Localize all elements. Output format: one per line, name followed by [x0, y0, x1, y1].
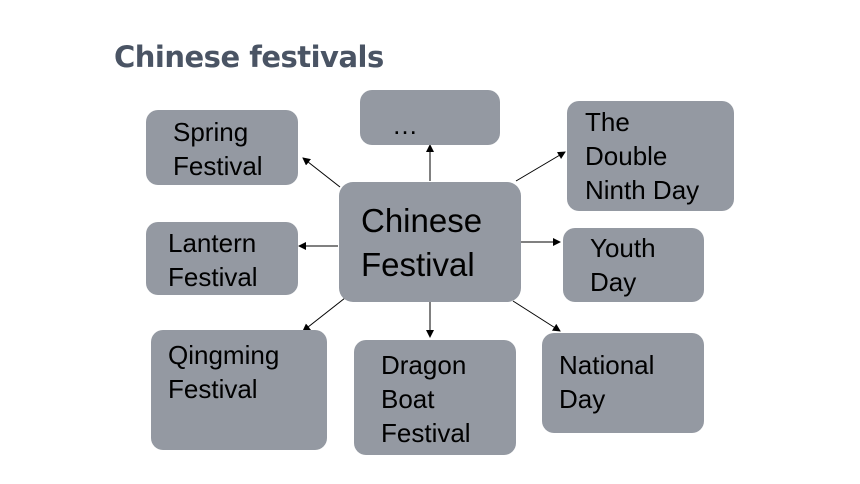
arrow-to-qingming-festival: [302, 297, 346, 332]
node-label: Youth Day: [590, 233, 656, 297]
arrow-to-double-ninth-day: [515, 151, 566, 182]
node-label: Chinese Festival: [361, 202, 483, 283]
node-spring-festival: Spring Festival: [146, 110, 298, 185]
node-label: Dragon Boat Festival: [381, 350, 471, 448]
node-chinese-festival: Chinese Festival: [339, 182, 521, 302]
arrow-to-spring-festival: [302, 157, 341, 188]
node-dragon-boat-festival: Dragon Boat Festival: [354, 340, 516, 455]
node-youth-day: Youth Day: [563, 228, 704, 302]
node-label: Lantern Festival: [168, 228, 258, 292]
node-label: Spring Festival: [173, 117, 263, 181]
node-national-day: National Day: [542, 333, 704, 433]
node-double-ninth-day: The Double Ninth Day: [567, 101, 734, 211]
node-label: Qingming Festival: [168, 340, 280, 404]
node-qingming-festival: Qingming Festival: [151, 330, 327, 450]
node-lantern-festival: Lantern Festival: [146, 222, 298, 295]
page-title: Chinese festivals: [114, 40, 384, 74]
node-label: …: [392, 110, 418, 140]
arrow-to-national-day: [512, 300, 561, 332]
node-label: The Double Ninth Day: [585, 107, 700, 205]
node-ellipsis: …: [360, 90, 500, 145]
node-label: National Day: [559, 350, 655, 414]
